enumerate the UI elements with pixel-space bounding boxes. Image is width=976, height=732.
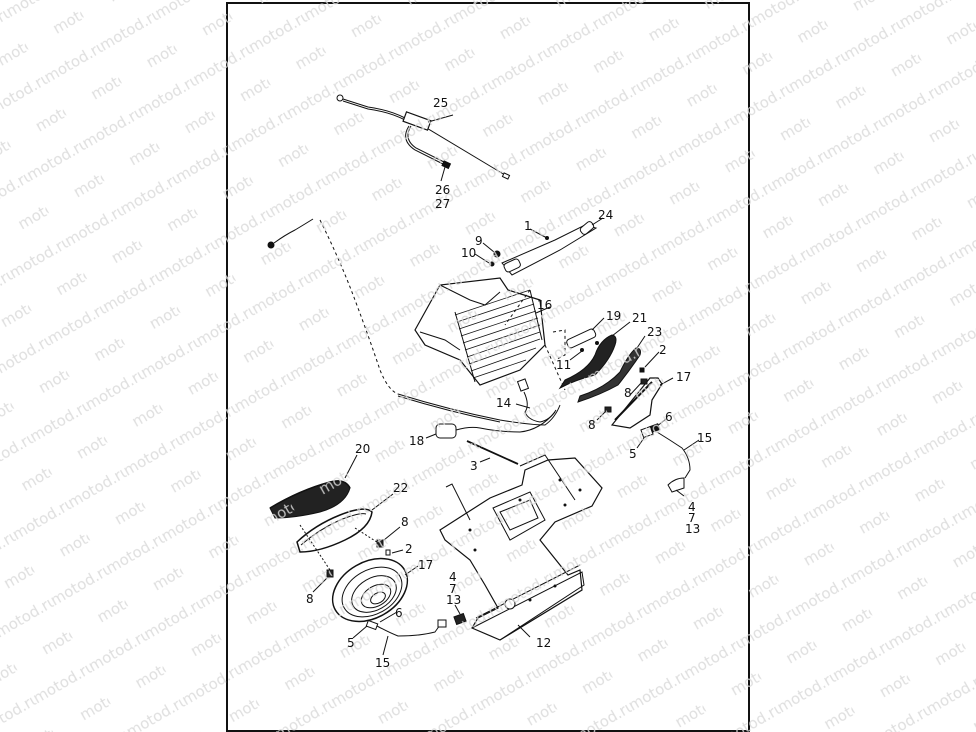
callout-8-right-lower: 8: [588, 418, 596, 432]
callout-1: 1: [524, 219, 532, 233]
callout-17-left: 17: [418, 558, 434, 572]
callout-25: 25: [433, 96, 449, 110]
amplifier-module-part-16: [414, 277, 566, 391]
strap-part-24: [501, 217, 604, 276]
callout-13-left: 13: [446, 593, 462, 607]
callout-11: 11: [556, 358, 572, 372]
callout-17-right: 17: [676, 370, 692, 384]
right-harness-part-15: [636, 418, 700, 497]
connector-part-14: [515, 378, 557, 423]
callout-26: 26: [435, 183, 451, 197]
callout-22: 22: [393, 481, 409, 495]
callout-16: 16: [537, 298, 553, 312]
callout-5-right: 5: [629, 447, 637, 461]
antenna-cable-part-25: [336, 94, 511, 182]
callout-6-left: 6: [395, 606, 403, 620]
callout-15-left: 15: [375, 656, 391, 670]
callout-3: 3: [470, 459, 478, 473]
callout-21: 21: [632, 311, 648, 325]
callout-18: 18: [409, 434, 425, 448]
callout-14: 14: [496, 396, 512, 410]
mounting-bracket-part-12: [439, 454, 603, 641]
callout-8-left-upper: 8: [401, 515, 409, 529]
callout-19: 19: [606, 309, 622, 323]
callout-12: 12: [536, 636, 552, 650]
callout-6-right: 6: [665, 410, 673, 424]
callout-27: 27: [435, 197, 451, 211]
callout-8-left-lower: 8: [306, 592, 314, 606]
callout-5-left: 5: [347, 636, 355, 650]
callout-10: 10: [461, 246, 477, 260]
callout-2-right: 2: [659, 343, 667, 357]
trim-parts-21-23: [558, 321, 646, 403]
callout-13-right: 13: [685, 522, 701, 536]
callout-23: 23: [647, 325, 663, 339]
callout-8-right-upper: 8: [624, 386, 632, 400]
callout-2-left: 2: [405, 542, 413, 556]
callout-20: 20: [355, 442, 371, 456]
speaker-grille-part-20: [269, 454, 358, 519]
callout-24: 24: [598, 208, 614, 222]
callout-15-right: 15: [697, 431, 713, 445]
